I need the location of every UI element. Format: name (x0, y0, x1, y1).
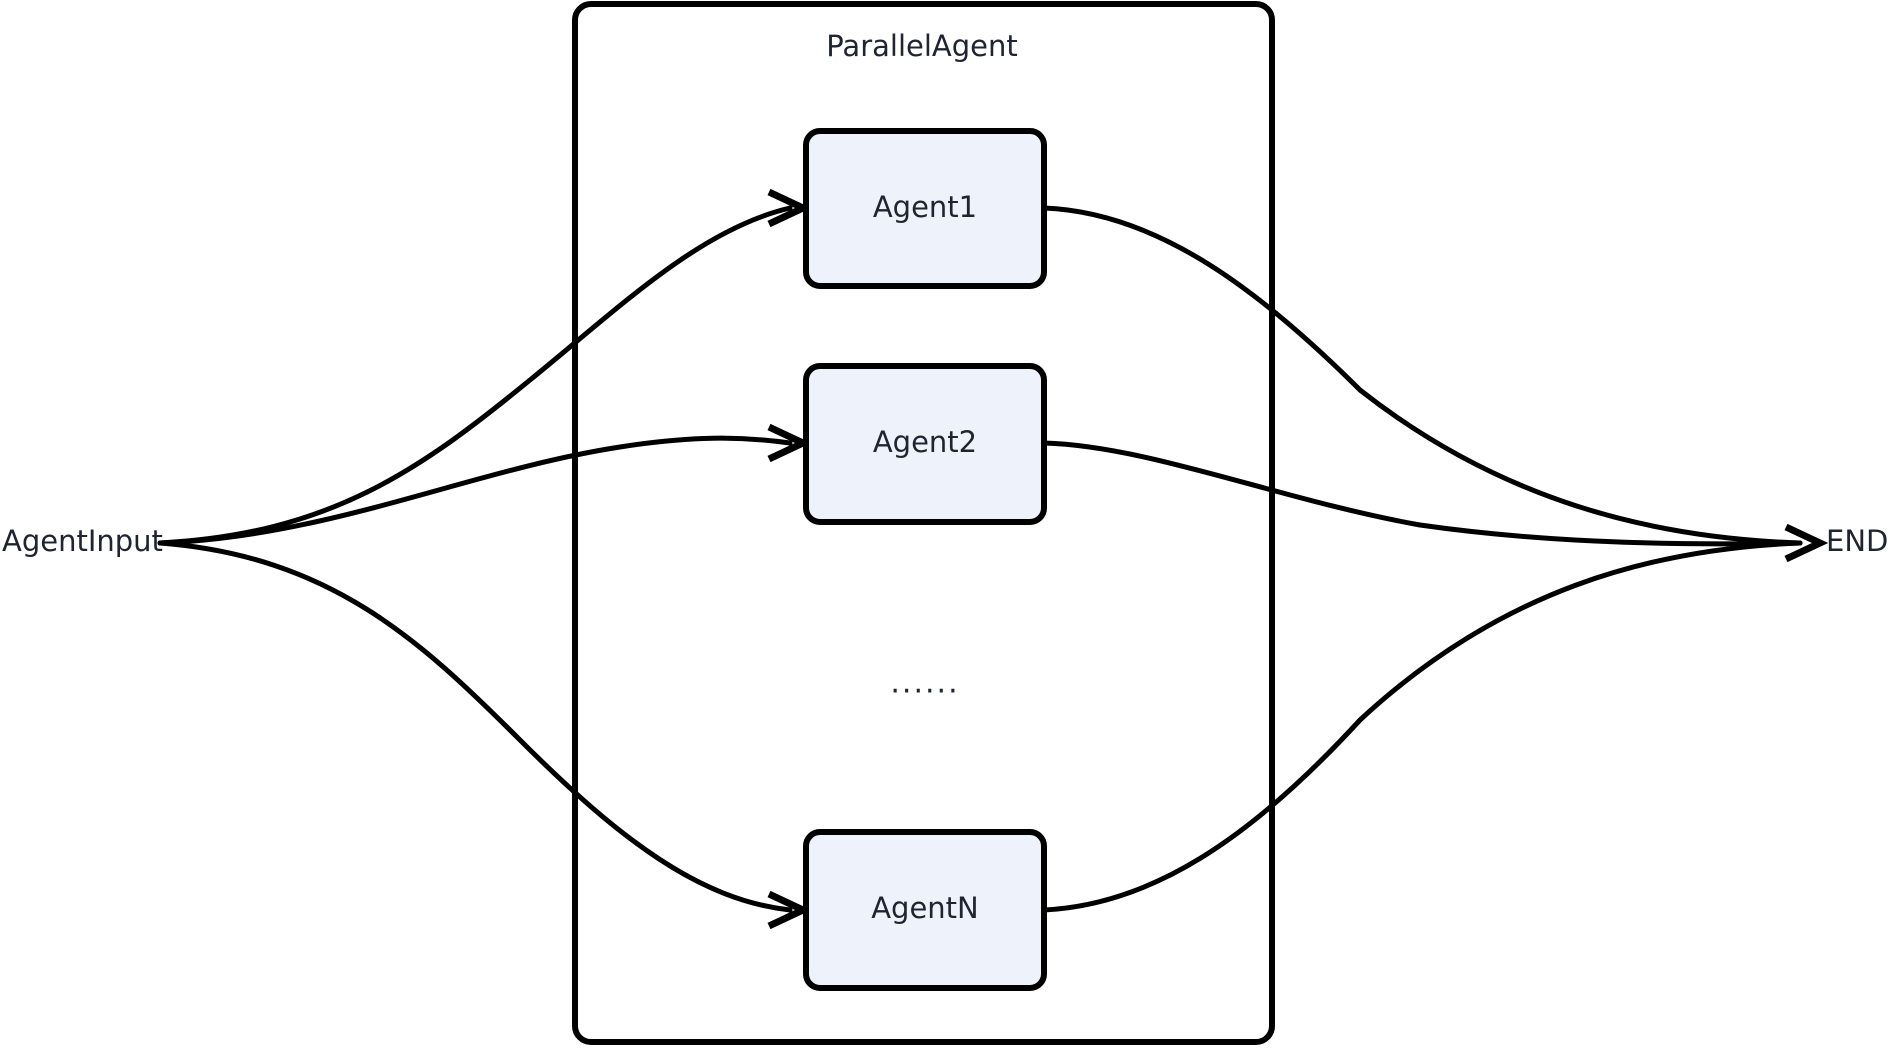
arrowhead-end (1784, 523, 1829, 563)
agent-input-label: AgentInput (2, 524, 163, 558)
edge-agent2-to-end (1041, 440, 1803, 547)
edge-agentN-to-end (1041, 540, 1803, 913)
edge-input-to-agent2 (157, 435, 793, 546)
agent-node-1-label: Agent1 (873, 190, 977, 224)
agent-node-2-label: Agent2 (873, 425, 977, 459)
agent-node-n-label: AgentN (871, 891, 979, 925)
container-title: ParallelAgent (826, 29, 1018, 63)
ellipsis-label: ...... (890, 666, 959, 701)
edge-input-to-agent1 (157, 205, 793, 546)
end-label: END (1826, 524, 1888, 558)
edge-input-to-agentN (157, 540, 793, 913)
edge-agent1-to-end (1041, 205, 1803, 546)
